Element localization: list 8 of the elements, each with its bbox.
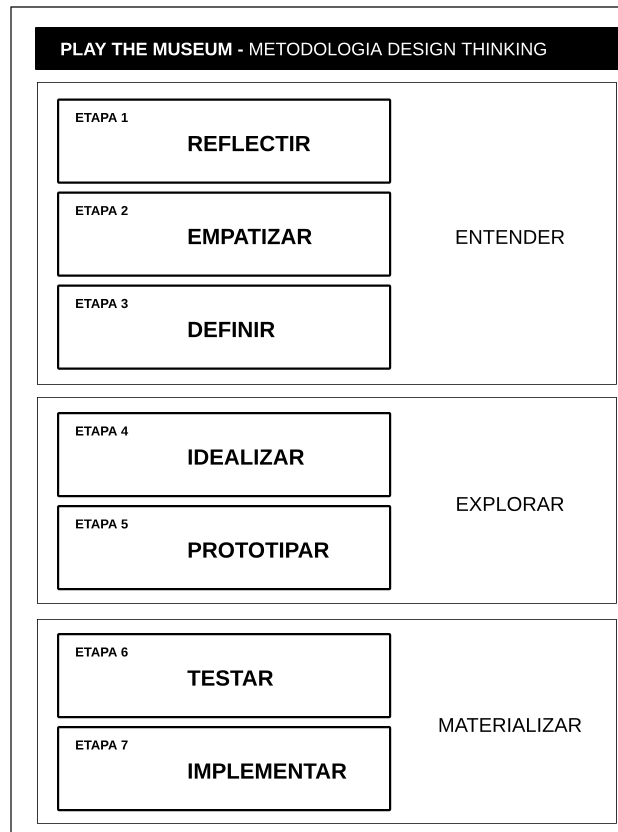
stage-box: ETAPA 5 PROTOTIPAR [57,505,392,590]
stage-box: ETAPA 7 IMPLEMENTAR [57,726,392,812]
title-bar: PLAY THE MUSEUM - METODOLOGIA DESIGN THINKING [35,27,618,70]
stage-box: ETAPA 6 TESTAR [57,633,392,718]
stage-box: ETAPA 1 REFLECTIR [57,98,392,184]
stage-box: ETAPA 3 DEFINIR [57,284,392,370]
stage-box: ETAPA 2 EMPATIZAR [57,192,392,277]
stage-box: ETAPA 4 IDEALIZAR [57,412,392,498]
